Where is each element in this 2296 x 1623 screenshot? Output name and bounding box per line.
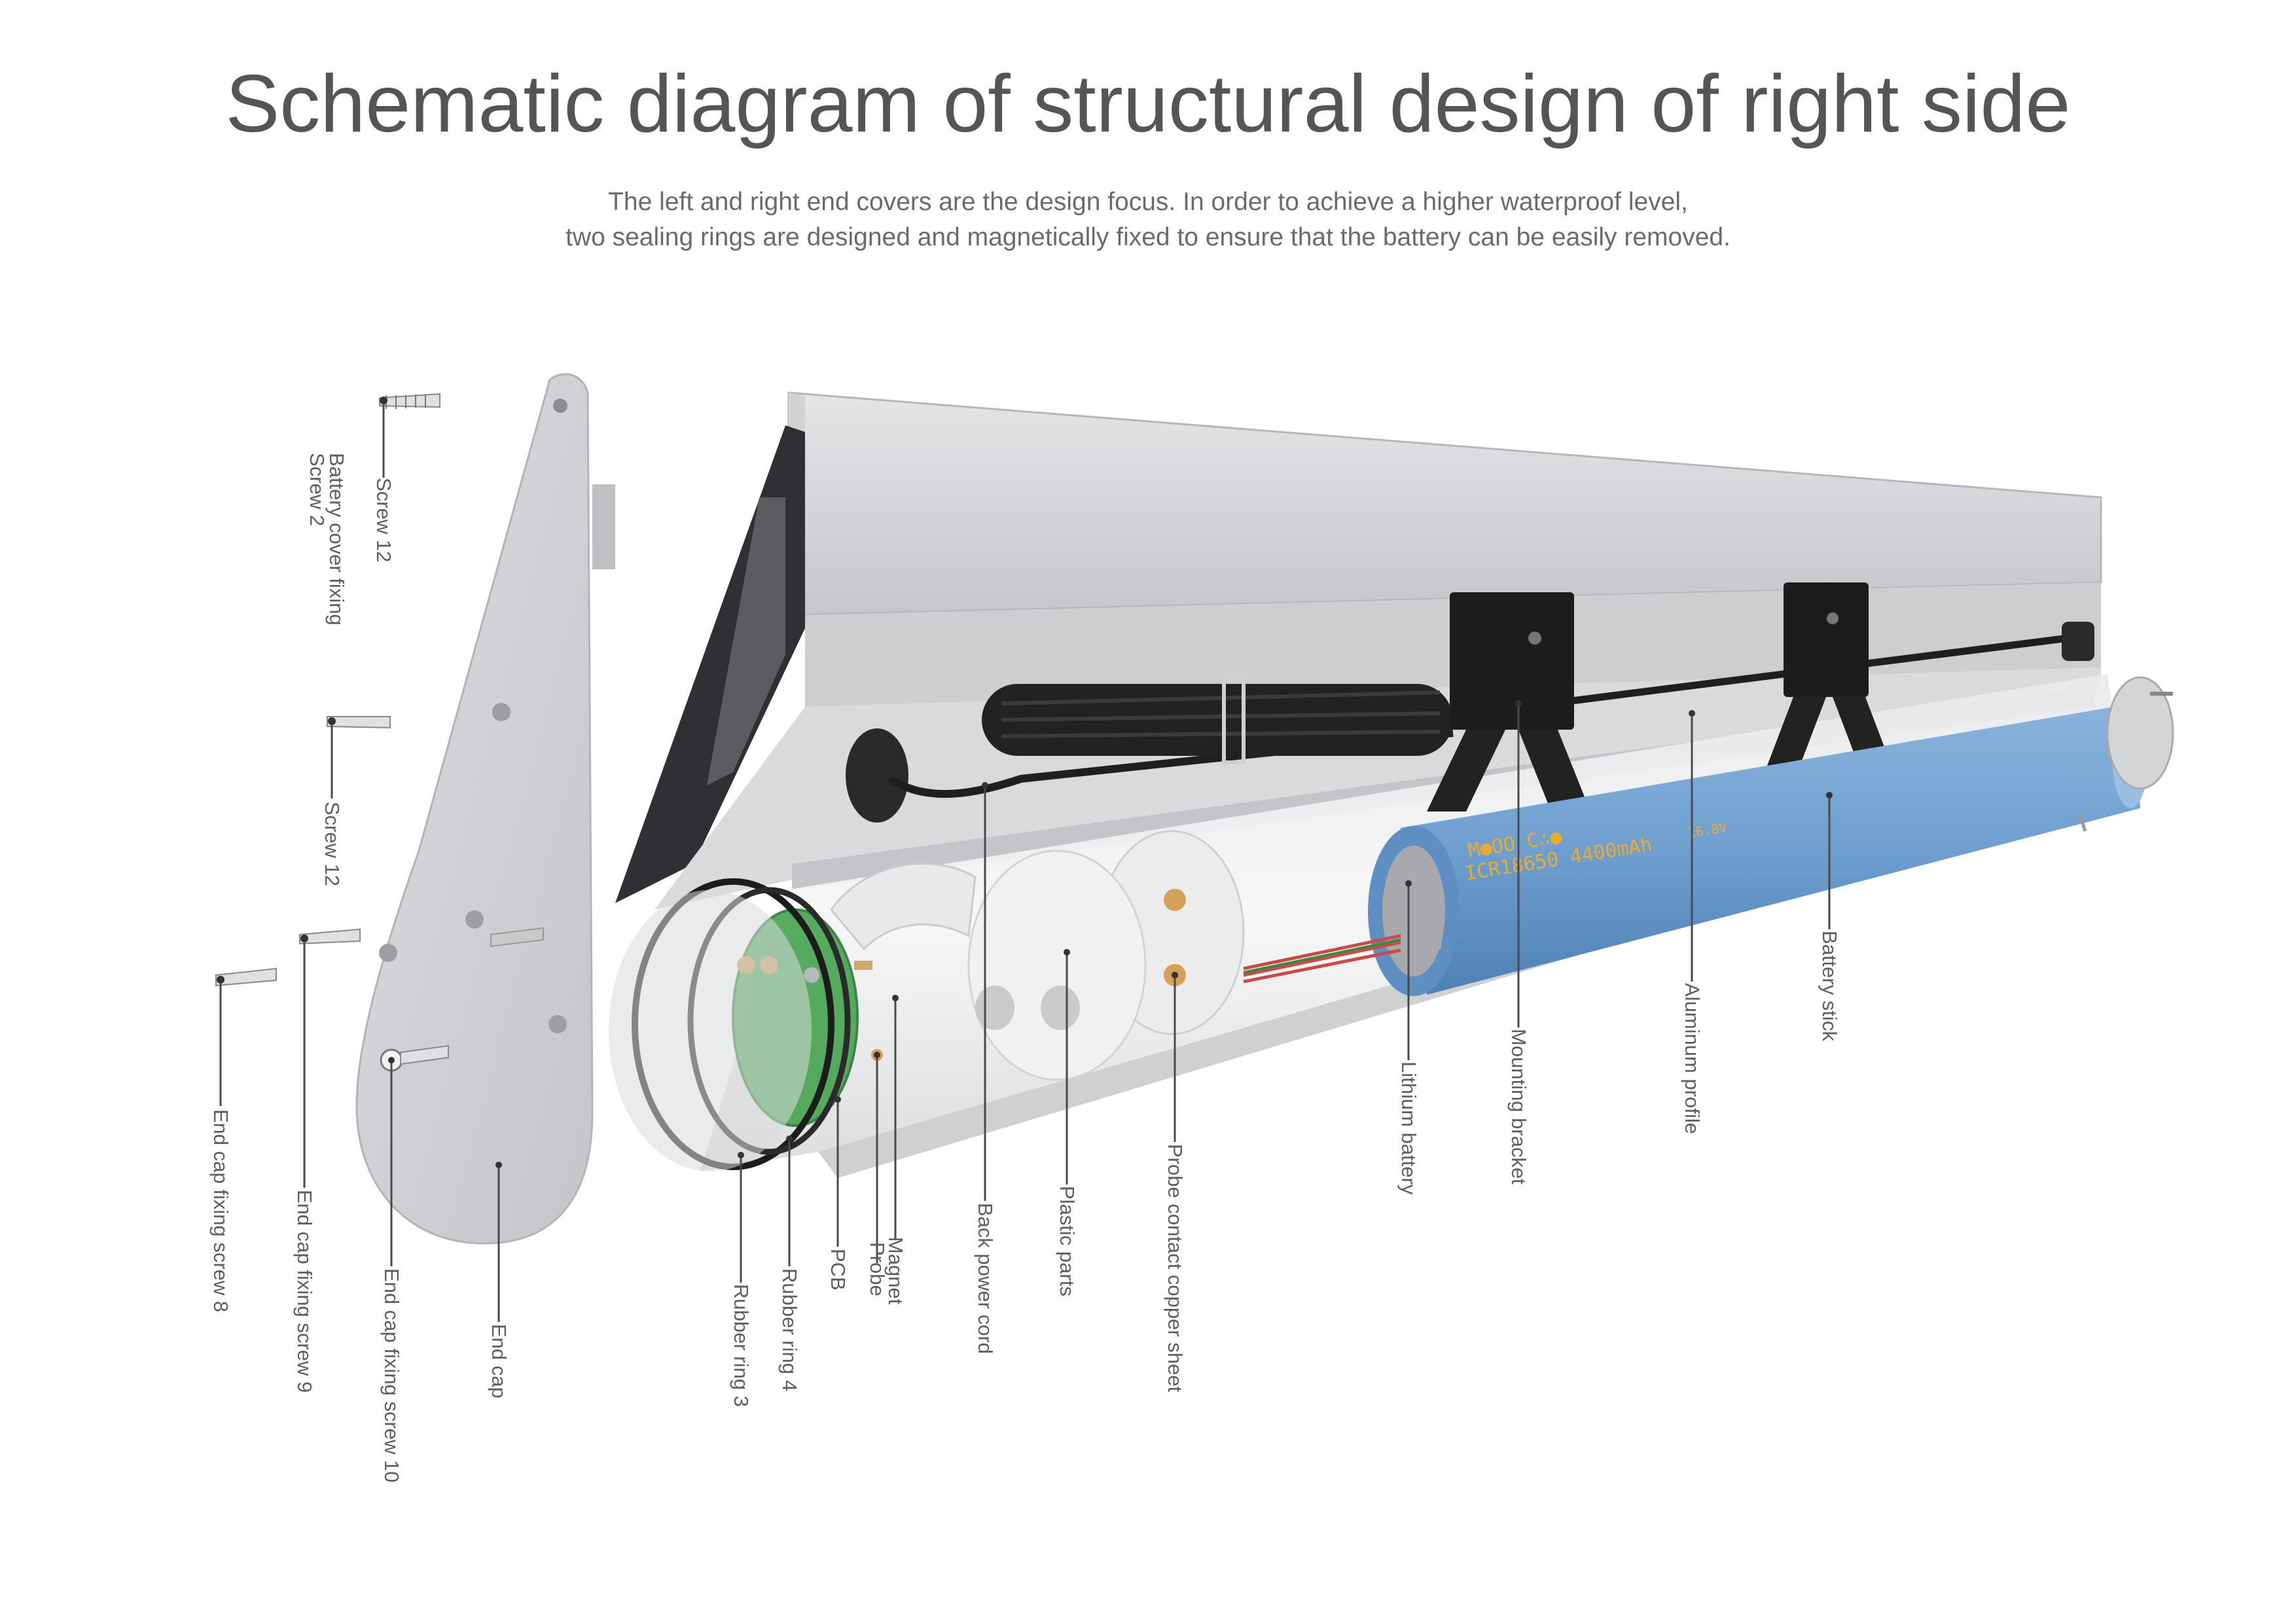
subtitle-line-2: two sealing rings are designed and magne… bbox=[565, 223, 1731, 251]
leader-dots bbox=[217, 397, 1833, 1168]
label-aluminum-profile: Aluminum profile bbox=[1681, 983, 1704, 1134]
label-lithium-battery: Lithium battery bbox=[1397, 1061, 1420, 1195]
label-pcb: PCB bbox=[827, 1249, 850, 1291]
screws bbox=[215, 393, 544, 1065]
back-power-cord bbox=[846, 622, 2094, 823]
label-battery-stick: Battery stick bbox=[1818, 931, 1841, 1041]
label-rubber-ring-4: Rubber ring 4 bbox=[778, 1268, 801, 1391]
label-mounting-bracket: Mounting bracket bbox=[1507, 1029, 1530, 1185]
label-battery-cover-screw-line-2: Screw 2 bbox=[306, 453, 329, 526]
label-screw-12-top: Screw 12 bbox=[372, 478, 395, 563]
label-screw-12-mid: Screw 12 bbox=[321, 802, 344, 887]
rubber-rings bbox=[609, 878, 851, 1171]
screw-12-top bbox=[379, 393, 440, 409]
right-end-cap bbox=[2077, 676, 2174, 832]
label-end-cap: End cap bbox=[488, 1324, 511, 1399]
label-probe-contact-copper-sheet: Probe contact copper sheet bbox=[1164, 1144, 1187, 1393]
end-cap bbox=[355, 373, 615, 1245]
label-magnet: Magnet bbox=[884, 1237, 907, 1305]
subtitle-line-1: The left and right end covers are the de… bbox=[608, 188, 1688, 216]
end-cap-screw-8 bbox=[215, 967, 277, 987]
screw-12-mid bbox=[327, 716, 391, 729]
label-battery-cover-screw-line-1: Battery cover fixing bbox=[325, 453, 348, 626]
plastic-parts bbox=[830, 849, 1147, 1081]
screw-in-cap bbox=[490, 927, 544, 948]
label-end-cap-screw-9: End cap fixing screw 9 bbox=[293, 1190, 316, 1393]
label-plastic-parts: Plastic parts bbox=[1056, 1186, 1079, 1296]
label-end-cap-screw-10: End cap fixing screw 10 bbox=[380, 1268, 403, 1483]
mounting-bracket bbox=[1427, 582, 1892, 812]
end-cap-screw-9 bbox=[299, 928, 361, 945]
label-end-cap-screw-8: End cap fixing screw 8 bbox=[209, 1109, 232, 1313]
end-cap-screw-10 bbox=[400, 1044, 449, 1065]
label-rubber-ring-3: Rubber ring 3 bbox=[730, 1284, 753, 1407]
label-back-power-cord: Back power cord bbox=[974, 1203, 997, 1354]
leader-lines bbox=[219, 401, 1831, 1322]
page-subtitle: The left and right end covers are the de… bbox=[0, 185, 2296, 255]
page-title: Schematic diagram of structural design o… bbox=[225, 59, 2071, 149]
